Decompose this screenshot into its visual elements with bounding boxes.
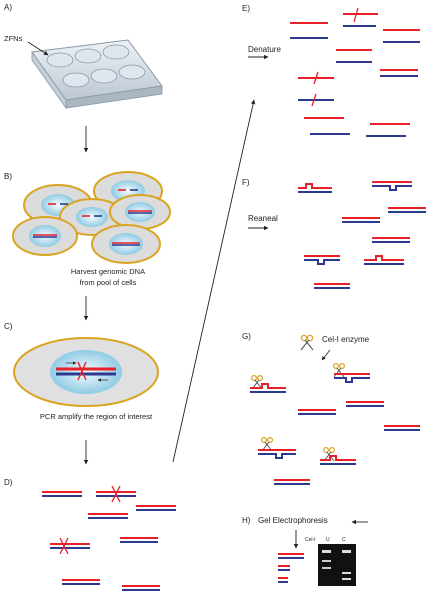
arrow-d-to-e (172, 99, 256, 463)
gel-electrophoresis-label: Gel Electrophoresis (258, 516, 328, 525)
culture-plate-icon (31, 39, 163, 110)
zfns-label: ZFNs (4, 34, 23, 43)
panel-e-strands (290, 7, 420, 137)
panel-b-caption-2: from pool of cells (79, 278, 137, 287)
cel-i-enzyme-label: Cel-I enzyme (322, 335, 370, 344)
panel-f-duplexes (298, 181, 426, 289)
gel-lane-c: C (342, 537, 346, 543)
scissors-icon (333, 363, 346, 378)
panel-b-caption-1: Harvest genomic DNA (70, 267, 146, 276)
cell-icon (12, 171, 171, 264)
panel-b-label: B) (4, 172, 12, 181)
panel-d-duplexes (42, 485, 176, 591)
panel-c-caption: PCR amplify the region of interest (39, 412, 153, 421)
panel-h-fragments (278, 553, 304, 583)
gel-lane-cel-i: Cel-I (305, 537, 316, 543)
enzyme-arrow (321, 349, 331, 361)
panel-g-label: G) (242, 332, 251, 341)
panel-g-cleavage (250, 363, 420, 485)
panel-f-label: F) (242, 178, 250, 187)
gel-lane-u: U (326, 537, 330, 543)
scissors-icon (261, 437, 274, 452)
gel-icon (318, 544, 356, 586)
panel-e-label: E) (242, 4, 250, 13)
panel-d-label: D) (4, 478, 13, 487)
scissors-icon (251, 375, 264, 390)
panel-h-label: H) (242, 516, 251, 525)
panel-a-label: A) (4, 3, 12, 12)
pcr-cell (13, 337, 159, 407)
scissors-icon (300, 334, 314, 351)
denature-label: Denature (248, 45, 281, 54)
reaneal-label: Reaneal (248, 214, 278, 223)
panel-c-label: C) (4, 322, 13, 331)
zfns-pointer-arrow (27, 41, 49, 56)
